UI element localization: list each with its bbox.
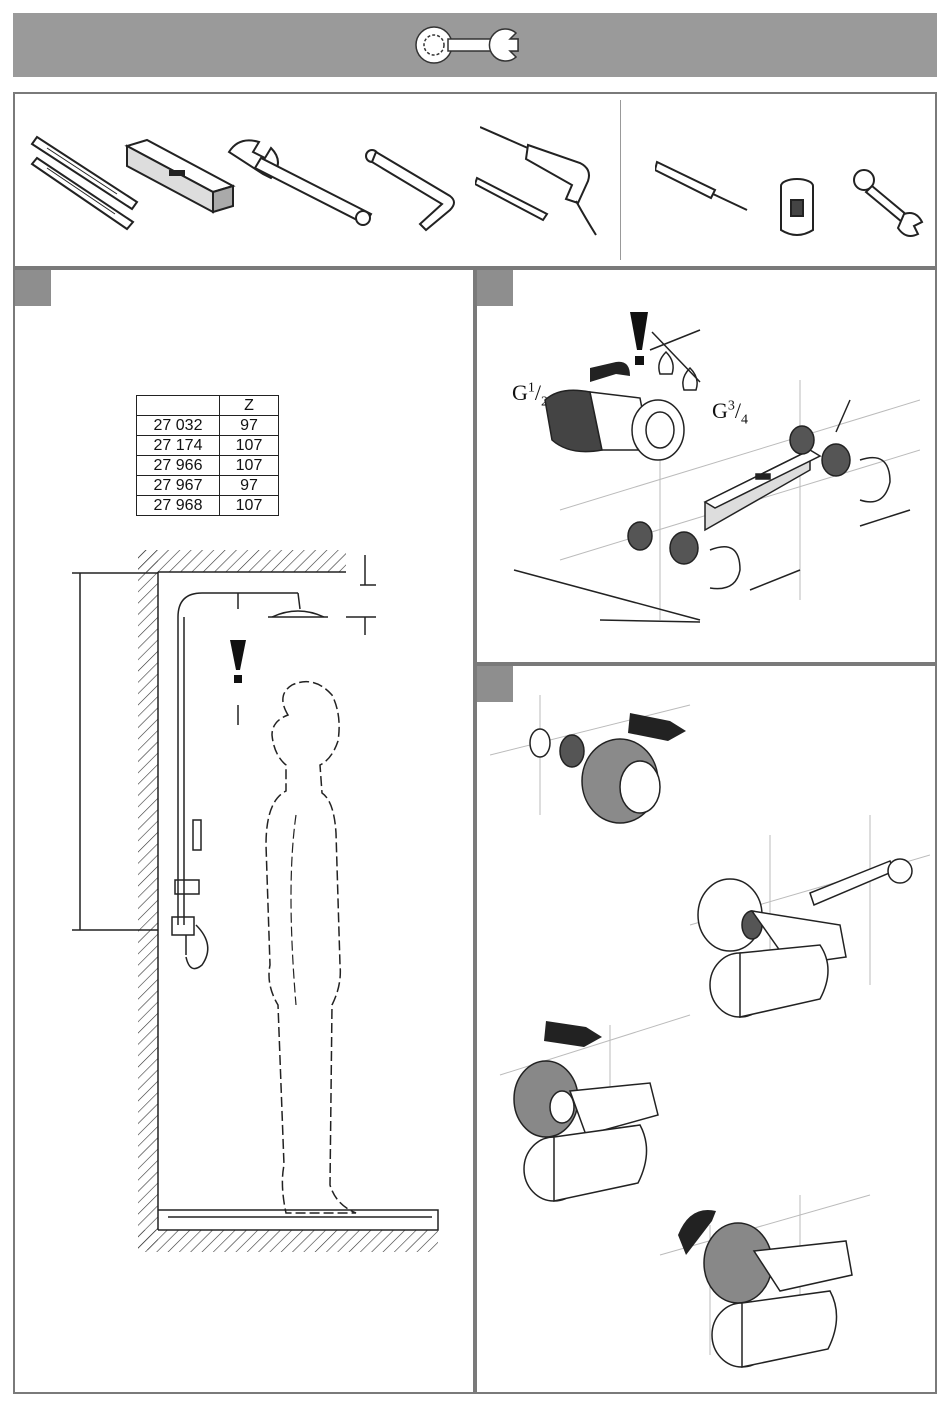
warning-icon [630, 312, 648, 350]
table-cell: 107 [220, 456, 279, 476]
table-cell: 27 968 [137, 496, 220, 516]
rosette-installation-drawing [490, 695, 930, 1385]
header-bar [13, 13, 937, 77]
screwdriver-icon [655, 154, 755, 214]
push-arrow-icon [628, 713, 686, 741]
table-cell: 27 174 [137, 436, 220, 456]
tools-panel [13, 92, 937, 268]
power-drill-icon [480, 119, 610, 249]
table-header-cell: Z [220, 396, 279, 416]
table-cell: 27 967 [137, 476, 220, 496]
table-cell: 107 [220, 436, 279, 456]
table-row: 27 966 107 [137, 456, 279, 476]
pull-arrow-icon [544, 1021, 602, 1047]
hex-key-icon [360, 144, 470, 239]
table-header-cell [137, 396, 220, 416]
shower-installation-drawing [60, 545, 460, 1265]
step-badge [15, 270, 51, 306]
table-cell: 97 [220, 416, 279, 436]
tools-divider [620, 100, 621, 260]
table-cell: 27 032 [137, 416, 220, 436]
table-row: 27 032 97 [137, 416, 279, 436]
table-header-row: Z [137, 396, 279, 416]
table-cell: 107 [220, 496, 279, 516]
no-hemp-icon [650, 330, 700, 390]
wrench-icon [408, 23, 558, 67]
ring-spanner-icon [850, 164, 930, 244]
table-row: 27 968 107 [137, 496, 279, 516]
table-row: 27 967 97 [137, 476, 279, 496]
table-cell: 97 [220, 476, 279, 496]
dimension-table: Z 27 032 97 27 174 107 27 966 107 27 967… [136, 395, 279, 516]
eccentric-connection-drawing [500, 300, 920, 640]
table-row: 27 174 107 [137, 436, 279, 456]
socket-adapter-icon [773, 174, 823, 244]
table-cell: 27 966 [137, 456, 220, 476]
